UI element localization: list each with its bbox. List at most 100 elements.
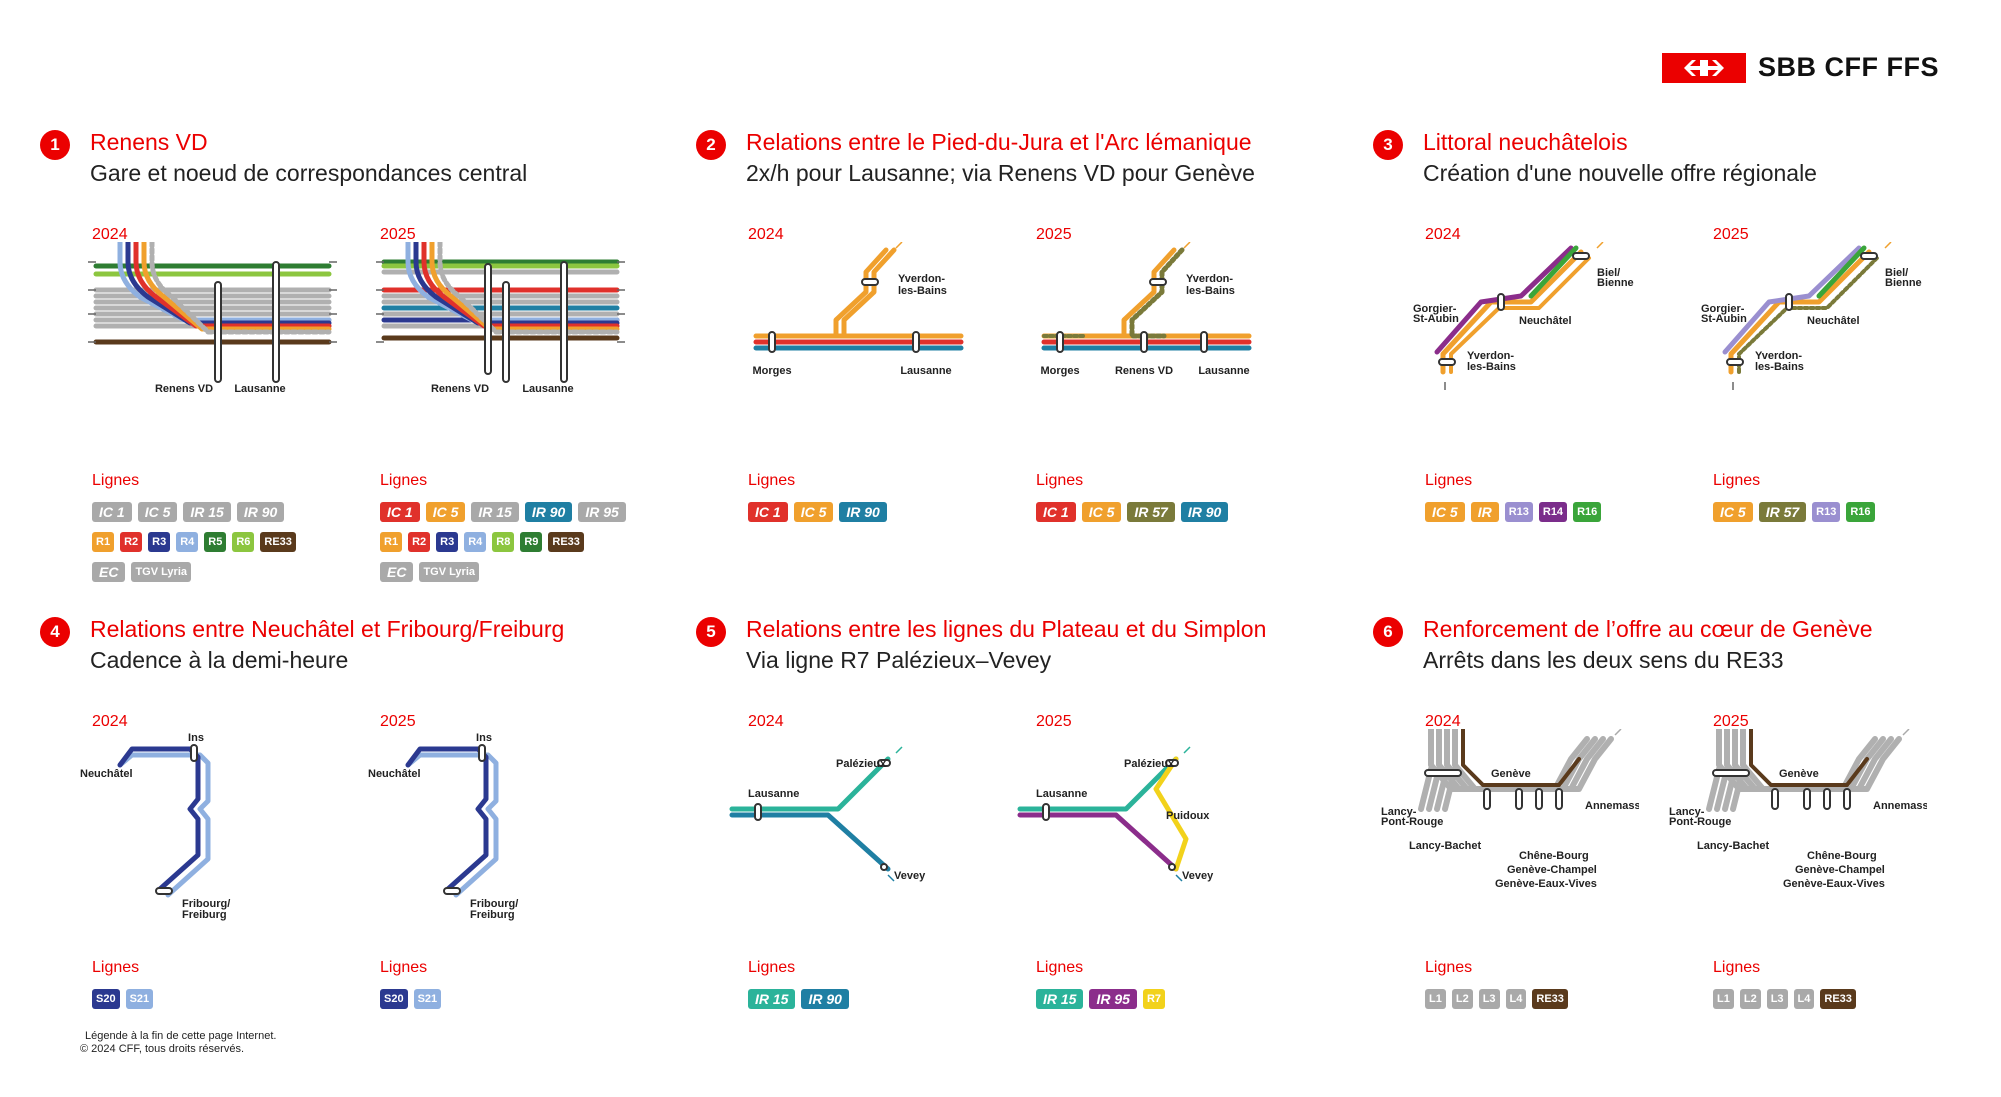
line-badge: R2 [408, 532, 431, 552]
line-badge: IR [1470, 502, 1499, 522]
station-marker [1165, 759, 1179, 767]
copyright: © 2024 CFF, tous droits réservés. [80, 1043, 245, 1055]
section-title: Littoral neuchâtelois [1423, 129, 1628, 155]
station-label-annemasse: Annemasse [1585, 800, 1639, 812]
station-label-renens: Renens VD [431, 383, 489, 395]
line-badge: IR 57 [1127, 502, 1175, 522]
lines-heading: Lignes [1713, 959, 1761, 976]
station-label-chene-bourg: Chêne-Bourg [1519, 850, 1589, 862]
line-badge: R16 [1846, 502, 1875, 522]
line-badge: IR 95 [1089, 989, 1137, 1009]
station-label-gorgier: St-Aubin [1701, 313, 1747, 325]
station-marker [1843, 788, 1851, 810]
station-marker [912, 331, 920, 353]
line-badge: R3 [436, 532, 459, 552]
line-badge: L4 [1793, 989, 1815, 1009]
station-label-annemasse: Annemasse [1873, 800, 1927, 812]
line-badge: IC 5 [1425, 502, 1465, 522]
route-line [1129, 247, 1185, 339]
section-number: 4 [40, 617, 70, 647]
line-badge: L3 [1478, 989, 1500, 1009]
line-badge: R13 [1504, 502, 1533, 522]
section-subtitle: Arrêts dans les deux sens du RE33 [1423, 647, 1784, 673]
line-badge: TGV Lyria [419, 562, 480, 582]
route-line [1452, 729, 1590, 792]
station-marker [1535, 788, 1543, 810]
section-title: Renens VD [90, 129, 208, 155]
section-number: 3 [1373, 130, 1403, 160]
station-marker [484, 263, 492, 375]
line-badge: R13 [1812, 502, 1841, 522]
line-badge: R7 [1142, 989, 1165, 1009]
station-label-yverdon: Yverdon- [1186, 273, 1233, 285]
station-marker [1555, 788, 1563, 810]
line-badge: IC 5 [1713, 502, 1753, 522]
line-badge: RE33 [1820, 989, 1856, 1009]
line-badge: IC 1 [380, 502, 420, 522]
station-label-lancy-pont-rouge: Lancy- [1381, 806, 1417, 818]
station-label-renens: Renens VD [155, 383, 213, 395]
branch-line [117, 242, 332, 323]
station-label-yverdon: les-Bains [1467, 361, 1516, 373]
direction-arrow-icon [1183, 746, 1191, 754]
route-line [1121, 247, 1177, 339]
station-label-eaux-vives: Genève-Eaux-Vives [1783, 878, 1885, 890]
direction-arrow-icon [887, 874, 895, 882]
station-marker [1823, 788, 1831, 810]
branch-line [421, 242, 620, 329]
station-marker [861, 278, 879, 286]
line-badge: IC 5 [793, 502, 834, 522]
route-line [1153, 756, 1189, 872]
lines-heading: Lignes [748, 959, 796, 976]
route-line [405, 752, 499, 898]
line-badge: IR 15 [183, 502, 231, 522]
station-label-vevey: Vevey [1182, 870, 1214, 882]
station-marker [1042, 803, 1050, 821]
network-diagram: GenèveLancy-Pont-RougeLancy-BachetAnnema… [1669, 729, 1927, 890]
station-marker [502, 281, 510, 383]
station-marker [1140, 331, 1148, 353]
line-badge: IR 90 [236, 502, 285, 522]
station-label-fribourg: Freiburg [470, 909, 515, 921]
branch-line [413, 242, 620, 326]
year-label: 2024 [1425, 713, 1461, 730]
year-label: 2024 [748, 713, 784, 730]
station-label-champel: Genève-Champel [1507, 864, 1597, 876]
station-label-lancy-bachet: Lancy-Bachet [1697, 840, 1769, 852]
section-subtitle: Création d'une nouvelle offre régionale [1423, 160, 1817, 186]
line-badge: IC 5 [137, 502, 178, 522]
route-line [1816, 245, 1867, 299]
line-badge: R4 [176, 532, 199, 552]
lines-heading: Lignes [380, 472, 428, 489]
station-label-biel: Bienne [1885, 277, 1922, 289]
line-badge: S21 [125, 989, 154, 1009]
year-label: 2025 [1713, 713, 1749, 730]
station-label-yverdon: Yverdon- [898, 273, 945, 285]
direction-arrow-icon [895, 242, 903, 249]
direction-arrow-icon [1596, 242, 1604, 249]
station-label-puidoux: Puidoux [1166, 810, 1210, 822]
station-label-biel: Biel/ [1885, 267, 1908, 279]
line-badge: IC 1 [1036, 502, 1076, 522]
line-badge: TGV Lyria [131, 562, 192, 582]
section-number: 2 [696, 130, 726, 160]
station-marker [877, 759, 891, 767]
station-marker [880, 863, 888, 871]
line-badge: L1 [1713, 989, 1734, 1009]
station-marker [1056, 331, 1064, 353]
station-label-neuchatel: Neuchâtel [368, 768, 421, 780]
station-marker [1497, 293, 1505, 311]
